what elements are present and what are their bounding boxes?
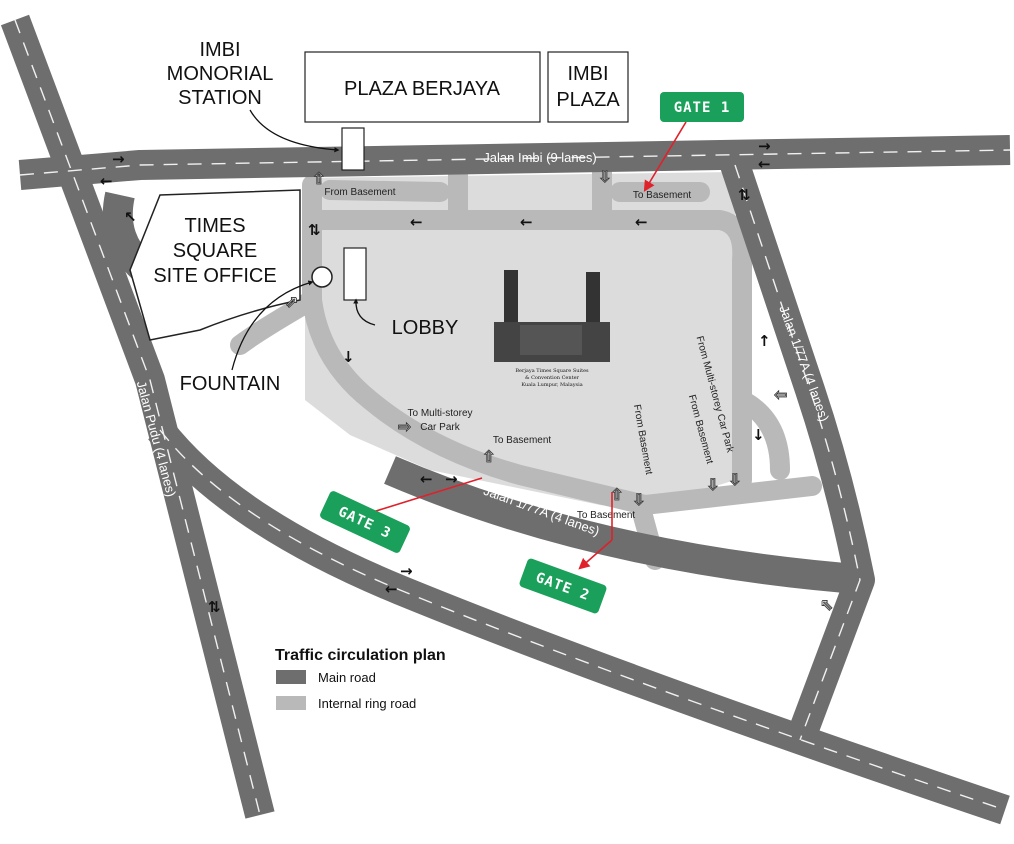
legend-main-road-label: Main road bbox=[318, 670, 376, 685]
hollow-right-arrow-icon: ⇨ bbox=[398, 417, 411, 436]
internal-ring-road bbox=[230, 162, 822, 570]
label-to-multistorey-1: To Multi-storey bbox=[407, 408, 472, 419]
gate-1-badge[interactable]: GATE 1 bbox=[660, 92, 744, 122]
hollow-up-left-arrow-icon: ⇖ bbox=[820, 595, 833, 614]
gate-1-label: GATE 1 bbox=[674, 100, 731, 116]
arrow-left-icon: ← bbox=[520, 213, 533, 231]
arrow-right-icon: → bbox=[112, 150, 125, 168]
arrow-up-left-icon: ↖ bbox=[124, 208, 137, 226]
label-to-basement-bottom: To Basement bbox=[577, 510, 636, 521]
station-label-1: IMBI bbox=[199, 39, 240, 61]
arrow-left-icon: ← bbox=[635, 213, 648, 231]
legend: Traffic circulation plan Main road Inter… bbox=[275, 647, 446, 711]
road-label-jalan-imbi: Jalan Imbi (9 lanes) bbox=[483, 150, 596, 165]
fountain-label: FOUNTAIN bbox=[180, 373, 281, 395]
lobby-box bbox=[343, 247, 367, 301]
direction-arrows: → ← → ← ← ← ← ⇅ ⇅ ↓ ↓ ↑ ↖ → ← ⇅ → ← bbox=[100, 137, 771, 616]
arrow-updown-icon: ⇅ bbox=[738, 186, 751, 204]
hollow-up-right-arrow-icon: ⇗ bbox=[285, 292, 298, 311]
legend-main-road-swatch bbox=[276, 670, 306, 684]
arrow-left-icon: ← bbox=[420, 470, 433, 488]
hollow-left-arrow-icon: ⇦ bbox=[774, 385, 787, 404]
site-office-label-1: TIMES bbox=[184, 215, 245, 237]
imbi-plaza-label-2: PLAZA bbox=[556, 89, 620, 111]
arrow-updown-icon: ⇅ bbox=[208, 598, 221, 616]
center-name-line-2: & Convention Center bbox=[525, 375, 580, 381]
label-from-basement-top: From Basement bbox=[324, 187, 395, 198]
label-to-multistorey-2: Car Park bbox=[420, 422, 460, 433]
arrow-down-icon: ↓ bbox=[342, 348, 355, 366]
arrow-left-icon: ← bbox=[100, 172, 113, 190]
imbi-plaza-building bbox=[547, 51, 629, 123]
hollow-up-arrow-icon: ⇧ bbox=[312, 169, 325, 188]
center-name-line-1: Berjaya Times Square Suites bbox=[515, 368, 589, 374]
gate-pointers bbox=[357, 121, 687, 570]
legend-internal-road-label: Internal ring road bbox=[318, 696, 416, 711]
leader-lines bbox=[231, 109, 376, 371]
center-name-line-3: Kuala Lumpur, Malaysia bbox=[521, 382, 582, 388]
hollow-up-arrow-icon: ⇧ bbox=[610, 485, 623, 504]
arrow-updown-icon: ⇅ bbox=[308, 221, 321, 239]
site-office-label-3: SITE OFFICE bbox=[153, 265, 276, 287]
station-label-2: MONORIAL bbox=[167, 63, 274, 85]
label-to-basement-top: To Basement bbox=[633, 190, 692, 201]
lobby-label: LOBBY bbox=[392, 317, 459, 339]
arrow-right-icon: → bbox=[758, 137, 771, 155]
hollow-down-arrow-icon: ⇩ bbox=[706, 475, 719, 494]
monorail-station-box bbox=[341, 127, 365, 171]
plaza-berjaya-label: PLAZA BERJAYA bbox=[344, 78, 501, 100]
arrow-left-icon: ← bbox=[758, 155, 771, 173]
arrow-right-icon: → bbox=[400, 562, 413, 580]
arrow-up-icon: ↑ bbox=[758, 332, 771, 350]
towers-illustration bbox=[494, 270, 610, 362]
site-office-block bbox=[129, 189, 301, 341]
hollow-down-arrow-icon: ⇩ bbox=[598, 167, 611, 186]
legend-title: Traffic circulation plan bbox=[275, 647, 446, 664]
station-label-3: STATION bbox=[178, 87, 262, 109]
hollow-down-arrow-icon: ⇩ bbox=[632, 490, 645, 509]
site-office-label-2: SQUARE bbox=[173, 240, 257, 262]
label-to-basement-mid: To Basement bbox=[493, 435, 552, 446]
imbi-plaza-label-1: IMBI bbox=[567, 63, 608, 85]
road-edges bbox=[14, 19, 1011, 816]
hollow-up-arrow-icon: ⇧ bbox=[482, 447, 495, 466]
arrow-left-icon: ← bbox=[410, 213, 423, 231]
arrow-right-icon: → bbox=[445, 470, 458, 488]
arrow-left-icon: ← bbox=[385, 580, 398, 598]
plaza-berjaya-building bbox=[304, 51, 541, 123]
hollow-arrows: ⇧ ⇩ ⇧ ⇨ ⇧ ⇩ ⇩ ⇩ ⇦ ⇗ ⇖ bbox=[285, 167, 834, 615]
arrow-down-icon: ↓ bbox=[752, 426, 765, 444]
gate-2-badge[interactable]: GATE 2 bbox=[518, 558, 607, 615]
fountain-circle bbox=[311, 266, 333, 288]
hollow-down-arrow-icon: ⇩ bbox=[728, 470, 741, 489]
legend-internal-road-swatch bbox=[276, 696, 306, 710]
